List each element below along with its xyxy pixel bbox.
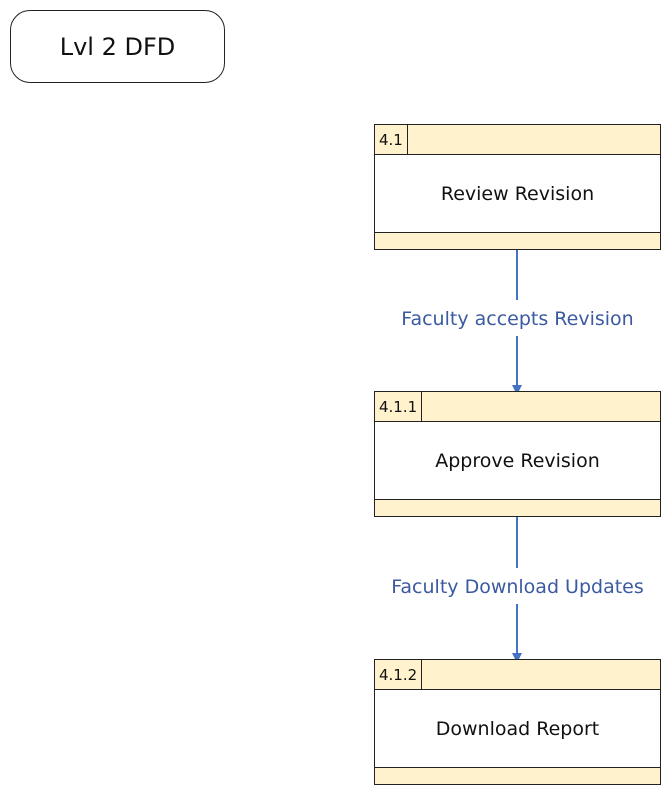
flow-label-accepts-revision: Faculty accepts Revision xyxy=(374,307,661,331)
process-name: Download Report xyxy=(375,690,660,768)
process-download-report[interactable]: 4.1.2 Download Report xyxy=(374,659,661,785)
process-header: 4.1.1 xyxy=(375,392,660,422)
process-id: 4.1.1 xyxy=(375,392,423,421)
process-footer xyxy=(375,768,660,784)
process-review-revision[interactable]: 4.1 Review Revision xyxy=(374,124,661,250)
process-footer xyxy=(375,500,660,516)
process-header: 4.1.2 xyxy=(375,660,660,690)
flow-label-download-updates: Faculty Download Updates xyxy=(374,575,661,599)
process-name: Review Revision xyxy=(375,155,660,233)
process-header: 4.1 xyxy=(375,125,660,155)
process-id: 4.1.2 xyxy=(375,660,423,689)
process-name: Approve Revision xyxy=(375,422,660,500)
process-approve-revision[interactable]: 4.1.1 Approve Revision xyxy=(374,391,661,517)
process-id: 4.1 xyxy=(375,125,408,154)
diagram-title: Lvl 2 DFD xyxy=(10,10,225,83)
process-footer xyxy=(375,233,660,249)
